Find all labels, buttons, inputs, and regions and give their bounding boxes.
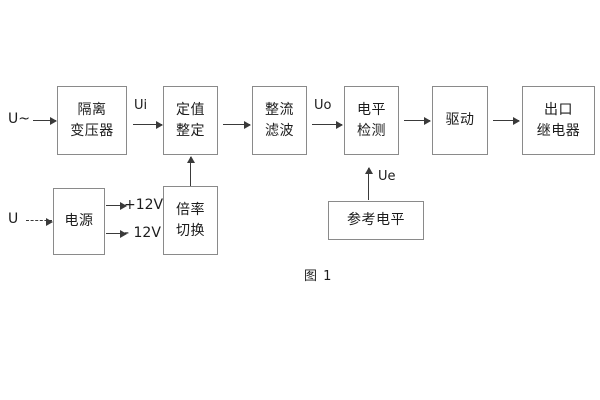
arrow-rail-positive: [106, 201, 127, 210]
box-power-supply: 电源: [53, 188, 105, 255]
input-ac-label: U~: [8, 111, 30, 127]
box-power-supply-line1: 电源: [64, 213, 94, 230]
box-level-detect-line1: 电平: [357, 102, 386, 119]
box-isolation-transformer: 隔离 变压器: [57, 86, 127, 155]
box-setting-value-line2: 整定: [176, 122, 205, 139]
box-reference-level: 参考电平: [328, 201, 424, 240]
box-output-relay: 出口 继电器: [522, 86, 595, 155]
arrow-setting-value-to-rectify-filter: [223, 120, 251, 129]
box-drive: 驱动: [432, 86, 488, 155]
box-output-relay-line1: 出口: [544, 102, 573, 119]
signal-ui-label: Ui: [134, 98, 148, 113]
rail-positive-label: +12V: [124, 197, 164, 213]
box-reference-level-line1: 参考电平: [347, 212, 405, 229]
arrow-multiplier-switch-to-setting-value: [186, 156, 195, 186]
box-output-relay-line2: 继电器: [536, 122, 581, 139]
input-dc-label: U: [8, 211, 19, 227]
arrow-rail-negative: [106, 229, 127, 238]
box-drive-line1: 驱动: [445, 112, 475, 129]
arrow-rectify-filter-to-level-detect: [312, 120, 343, 129]
arrow-input-ac-to-isolation-transformer: [33, 116, 57, 125]
rail-negative-label: - 12V: [124, 225, 161, 241]
box-rectify-filter-line1: 整流: [265, 102, 294, 119]
arrow-input-dc-to-power-supply: [26, 217, 53, 226]
box-level-detect-line2: 检测: [357, 122, 386, 139]
box-level-detect: 电平 检测: [344, 86, 399, 155]
box-rectify-filter-line2: 滤波: [265, 122, 294, 139]
box-multiplier-switch-line2: 切换: [176, 222, 205, 239]
box-setting-value: 定值 整定: [163, 86, 218, 155]
box-isolation-transformer-line1: 隔离: [77, 102, 107, 119]
box-setting-value-line1: 定值: [176, 102, 205, 119]
arrow-drive-to-output-relay: [493, 116, 520, 125]
figure-caption: 图 1: [304, 269, 333, 284]
box-isolation-transformer-line2: 变压器: [70, 122, 114, 139]
box-rectify-filter: 整流 滤波: [252, 86, 307, 155]
arrow-level-detect-to-drive: [404, 116, 431, 125]
arrow-isolation-transformer-to-setting-value: [133, 120, 163, 129]
signal-uo-label: Uo: [314, 98, 332, 113]
box-multiplier-switch-line1: 倍率: [176, 202, 205, 219]
signal-ue-label: Ue: [378, 169, 396, 184]
arrow-reference-level-to-level-detect: [364, 167, 373, 200]
box-multiplier-switch: 倍率 切换: [163, 186, 218, 255]
